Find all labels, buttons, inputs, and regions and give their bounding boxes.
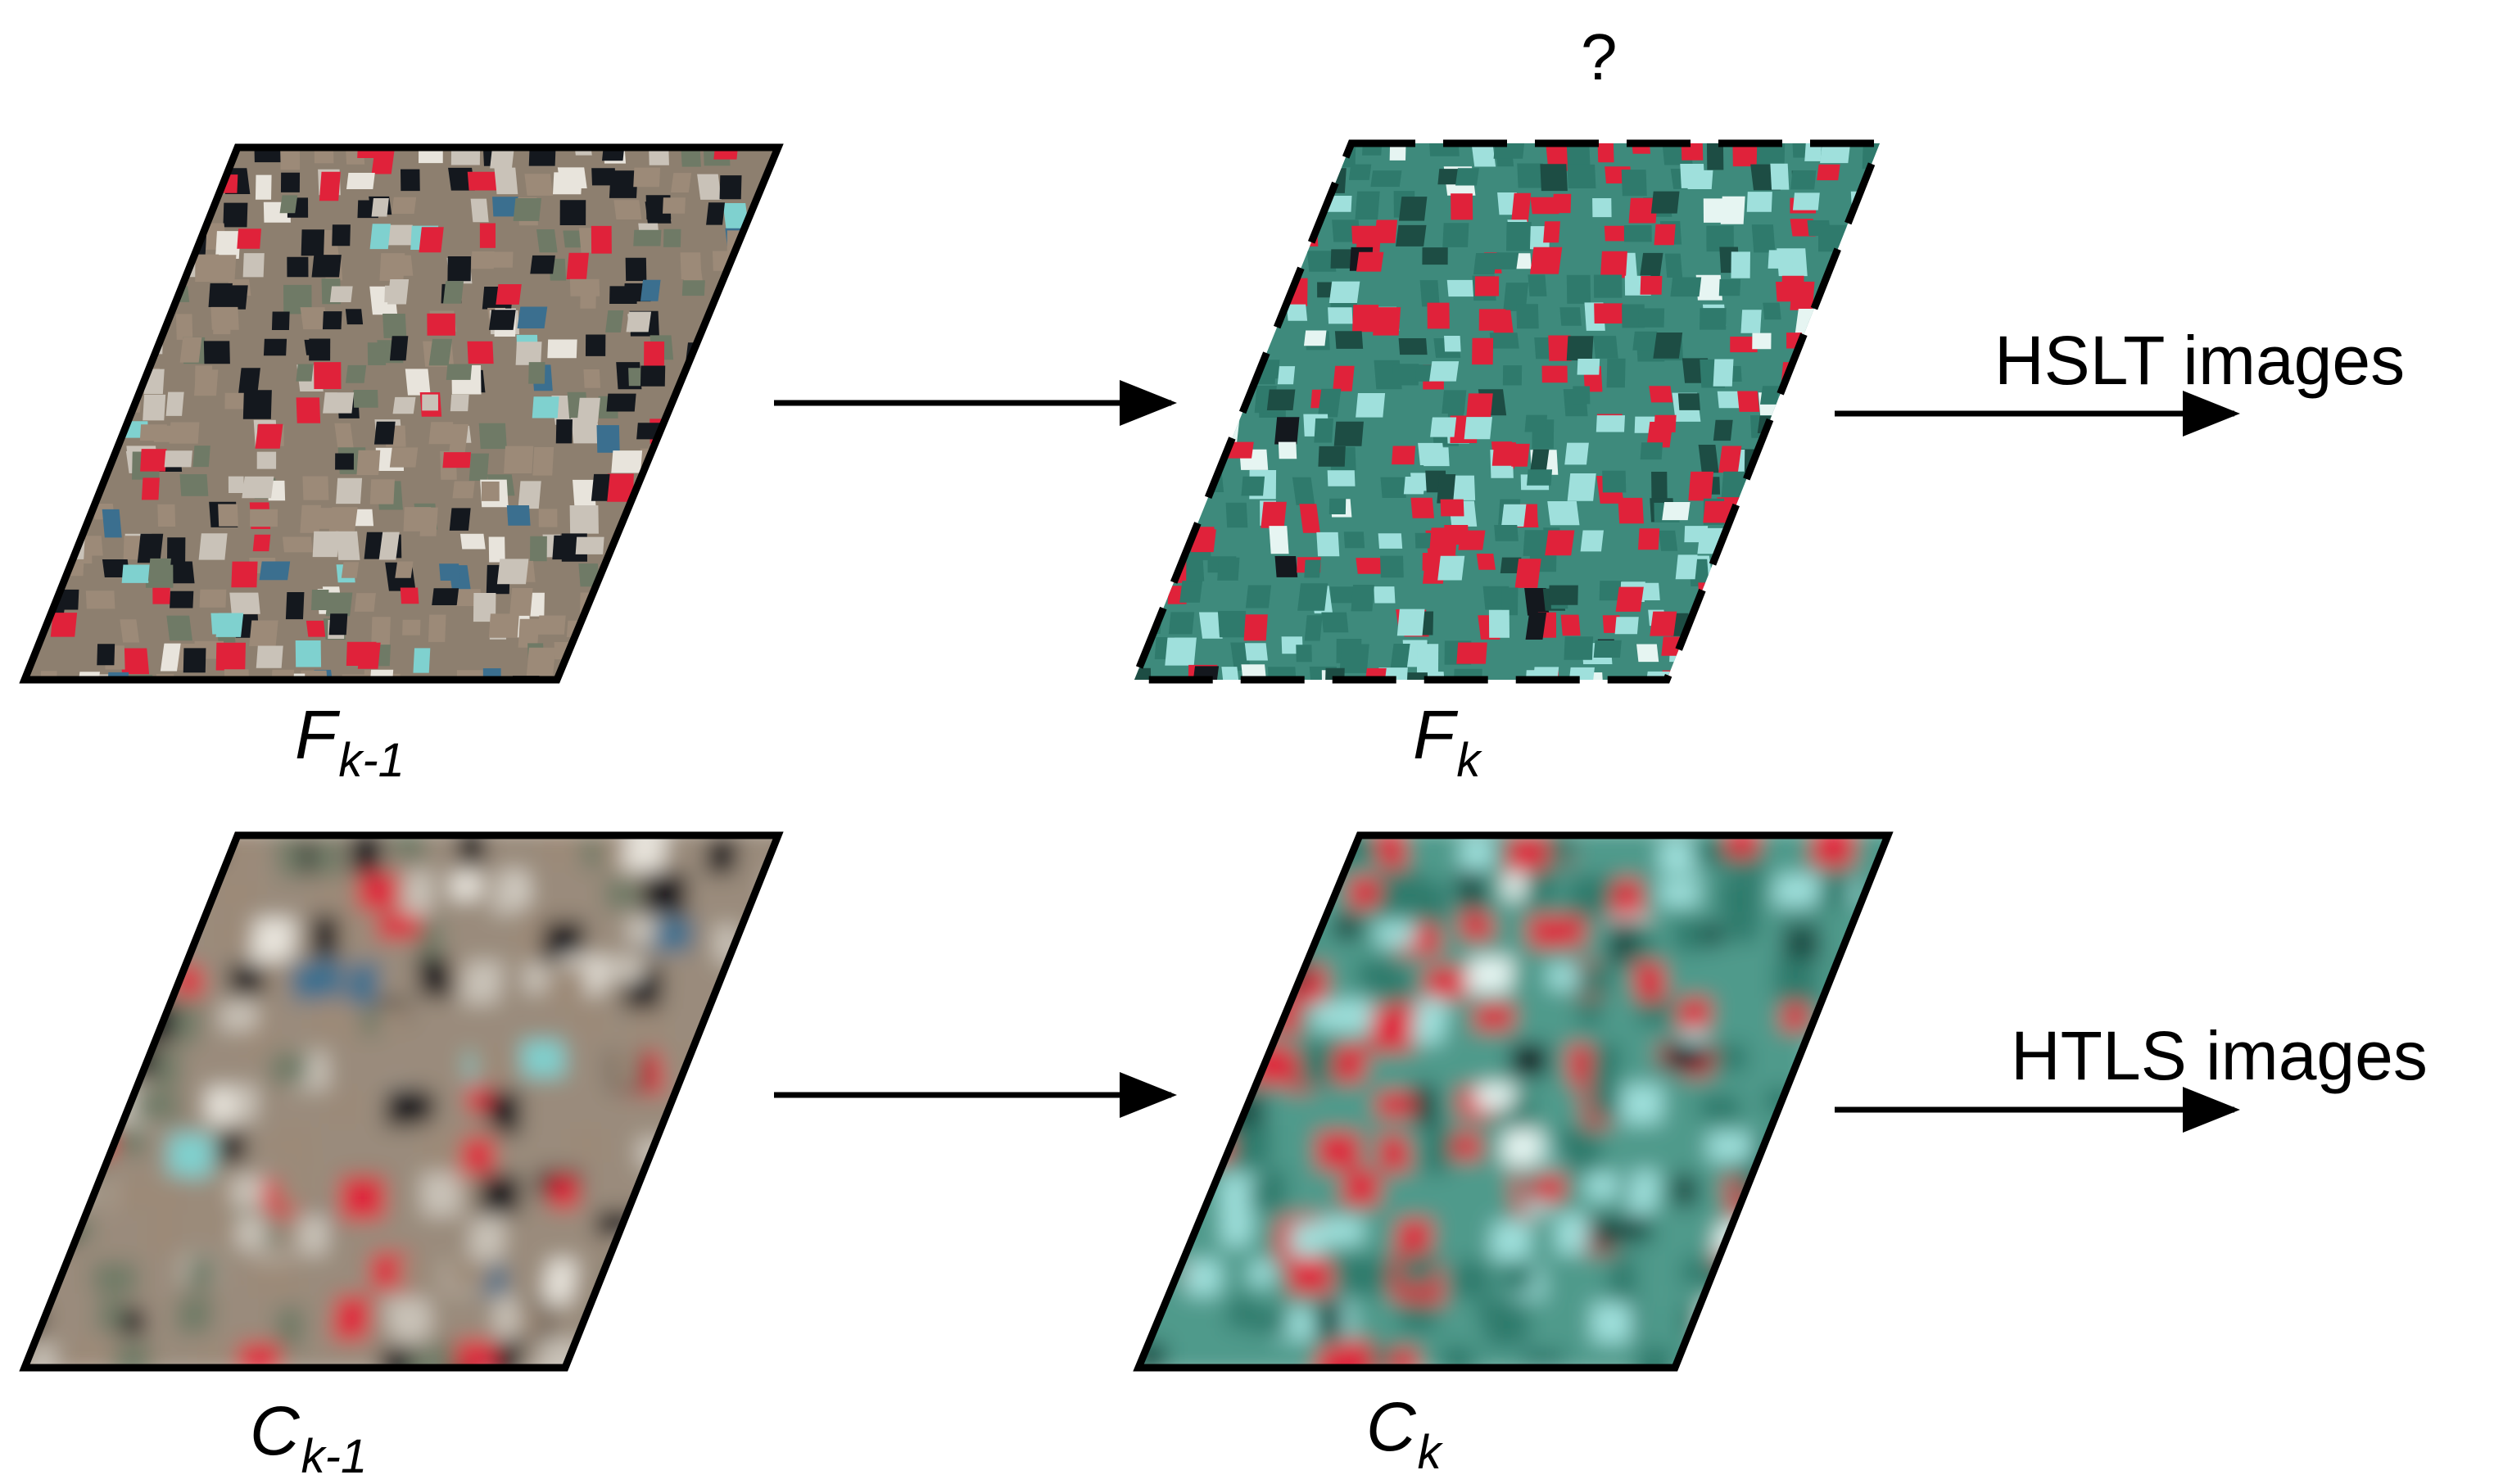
label-f-prev-symbol: F (295, 696, 337, 773)
satellite-image-c-prev (25, 835, 778, 1368)
panel-c-prev (25, 835, 778, 1368)
output-label-hslt: HSLT images (1994, 322, 2406, 399)
satellite-image-f-prev (25, 147, 778, 680)
label-f-prev-subscript: k-1 (338, 734, 405, 787)
label-c-prev: Ck-1 (250, 1396, 367, 1481)
panel-f-prev-border (19, 143, 784, 684)
panel-f-curr-dashed-border (1129, 139, 1885, 684)
output-label-htls: HTLS images (2011, 1017, 2428, 1094)
label-c-curr: Ck (1366, 1392, 1442, 1477)
label-c-curr-symbol: C (1366, 1388, 1416, 1465)
label-f-prev: Fk-1 (295, 700, 405, 785)
panel-c-prev-border (19, 831, 784, 1372)
label-f-curr-subscript: k (1456, 734, 1481, 787)
label-f-curr: Fk (1413, 700, 1480, 785)
panel-c-curr-border (1133, 831, 1894, 1372)
label-c-curr-subscript: k (1417, 1426, 1442, 1479)
label-c-prev-symbol: C (250, 1392, 300, 1469)
unknown-question-mark: ? (1581, 20, 1618, 93)
label-f-curr-symbol: F (1413, 696, 1455, 773)
panel-f-prev (25, 147, 778, 680)
label-c-prev-subscript: k-1 (301, 1430, 368, 1483)
